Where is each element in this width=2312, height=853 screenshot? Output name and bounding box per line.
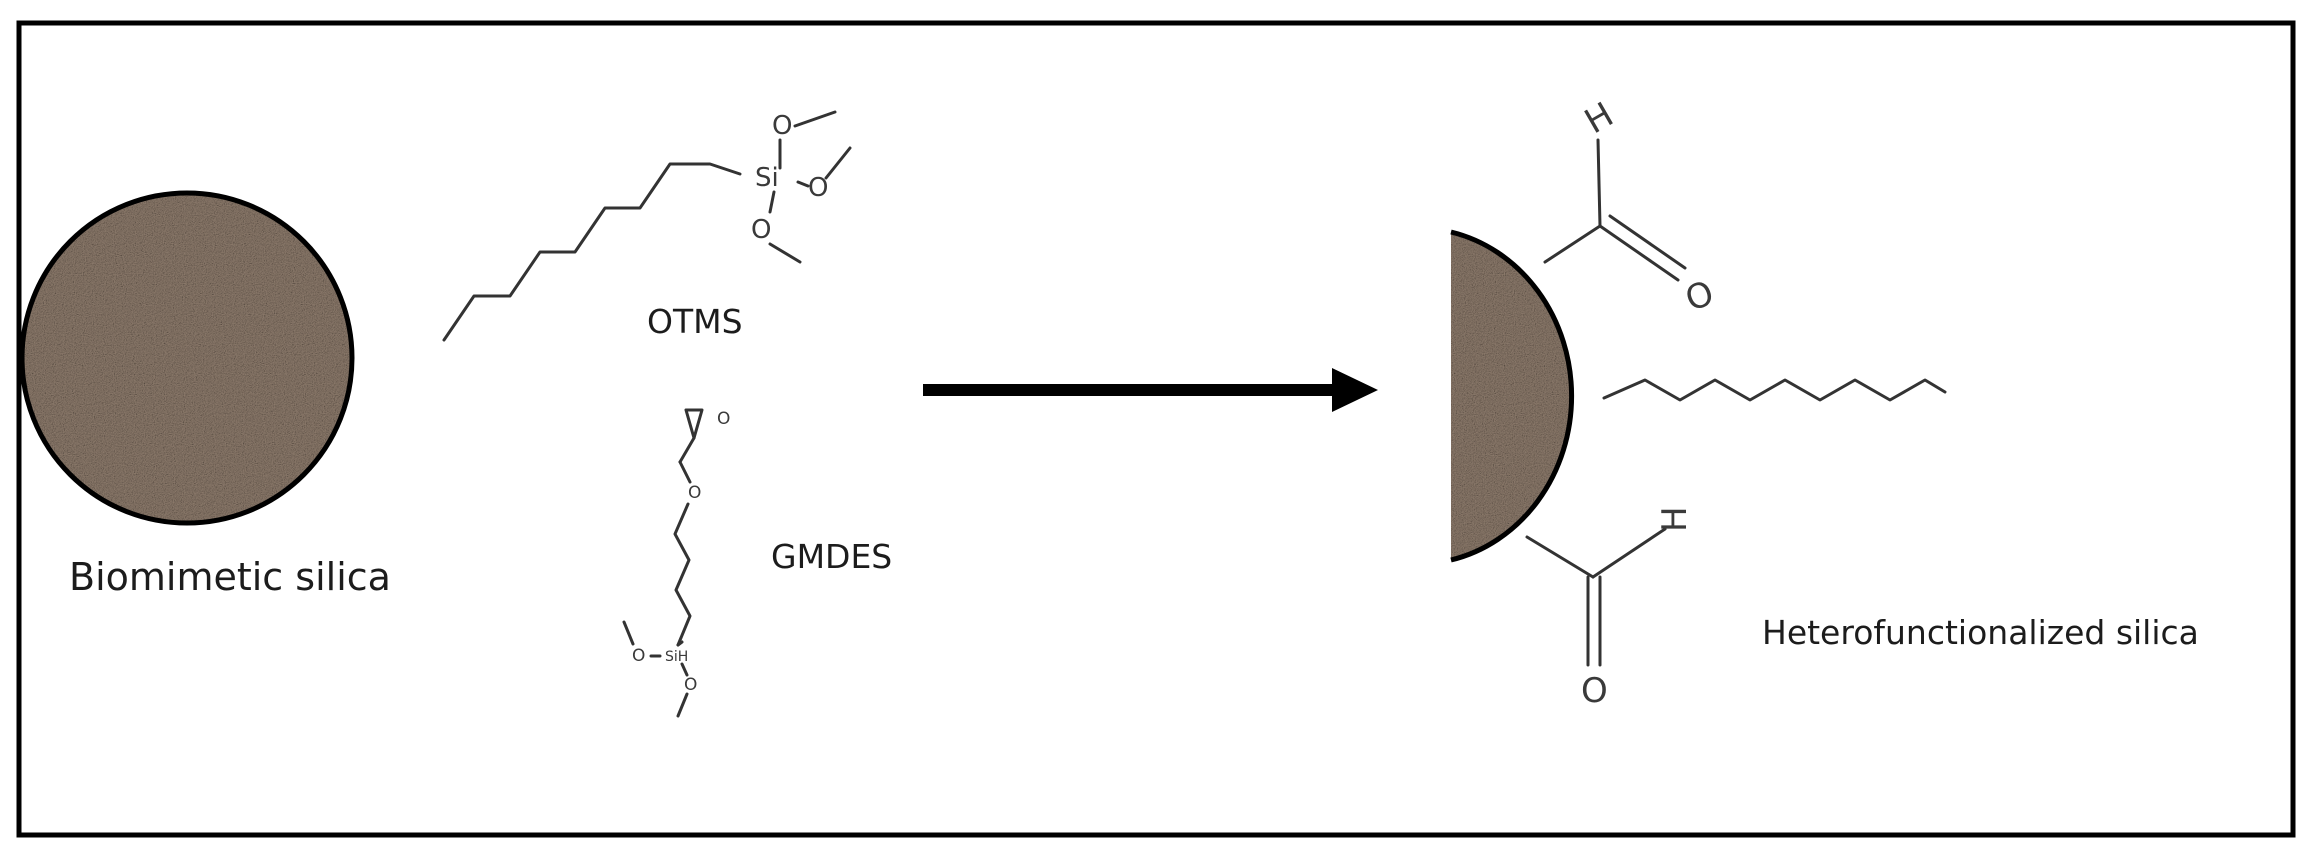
bottom-aldehyde-o-atom: O xyxy=(1581,671,1608,711)
otms-o-bottom-atom: O xyxy=(751,215,771,245)
otms-o-right-atom: O xyxy=(808,173,828,203)
otms-o-top-atom: O xyxy=(772,111,792,141)
gmdes-molecule: O O SiH O O xyxy=(622,408,730,718)
gmdes-epoxide-o-atom: O xyxy=(717,409,730,429)
top-aldehyde-group: H O xyxy=(1543,95,1719,320)
gmdes-label: GMDES xyxy=(771,537,892,576)
bottom-aldehyde-group: H O xyxy=(1525,506,1695,711)
top-aldehyde-o-atom: O xyxy=(1680,273,1719,320)
gmdes-o-bottom-atom: O xyxy=(684,675,697,695)
top-aldehyde-h-atom: H xyxy=(1578,95,1620,142)
biomimetic-silica-particle xyxy=(19,190,355,526)
heterofunctionalized-silica-label: Heterofunctionalized silica xyxy=(1762,613,2199,652)
figure-frame xyxy=(16,20,2296,838)
reaction-arrow xyxy=(923,368,1378,412)
octyl-chain xyxy=(1602,378,1947,402)
gmdes-si-atom: SiH xyxy=(665,649,688,665)
bottom-aldehyde-h-atom: H xyxy=(1655,506,1695,532)
heterofunctionalized-silica-particle xyxy=(1450,229,1575,563)
gmdes-o-left-atom: O xyxy=(632,646,645,666)
otms-molecule: Si O O O xyxy=(442,110,852,342)
biomimetic-silica-label: Biomimetic silica xyxy=(69,555,391,599)
otms-si-atom: Si xyxy=(755,163,779,193)
otms-label: OTMS xyxy=(647,302,743,341)
gmdes-ether-o-atom: O xyxy=(688,483,701,503)
